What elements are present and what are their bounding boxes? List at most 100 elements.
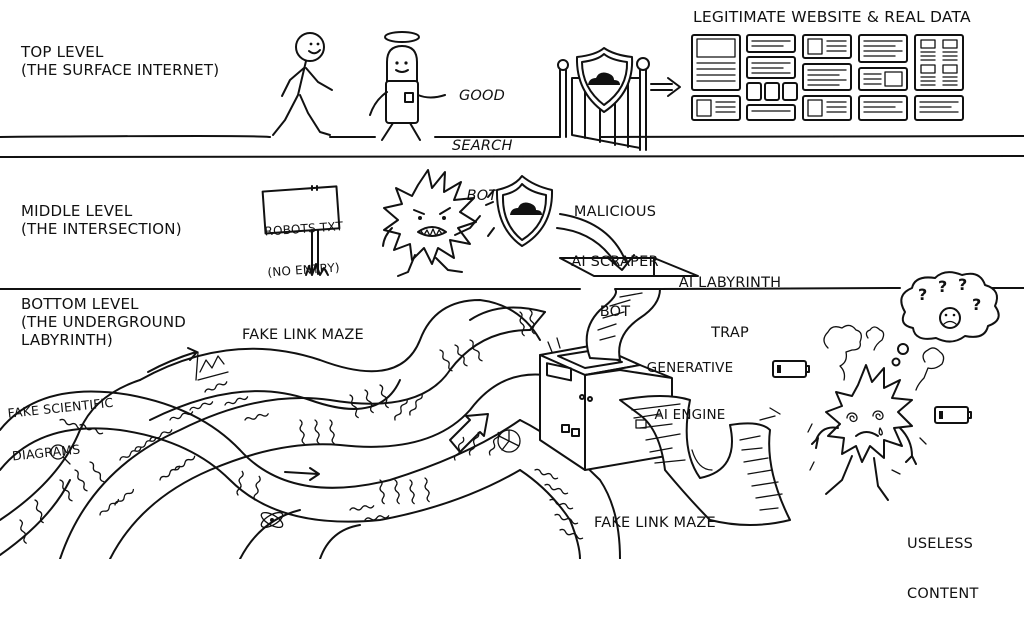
bottom-level-subtitle: (THE UNDERGROUND xyxy=(21,313,186,331)
top-level-subtitle: (THE SURFACE INTERNET) xyxy=(21,61,220,79)
scribble-line xyxy=(379,479,385,505)
malicious-label-line: BOT xyxy=(599,304,631,321)
sign-line: (NO ENTRY) xyxy=(266,260,341,280)
pie-chart-icon xyxy=(497,429,521,453)
scribble-line xyxy=(299,419,305,445)
person-walking-icon xyxy=(272,32,333,136)
bottom-level-title: BOTTOM LEVEL xyxy=(21,295,139,313)
website-panel xyxy=(914,95,964,121)
sign-line: ROBOTS.TXT xyxy=(264,218,344,239)
question-mark-icon: ? xyxy=(938,277,948,296)
malicious-label-line: AI SCRAPER xyxy=(571,254,659,271)
website-panel xyxy=(691,34,741,91)
scribble-line xyxy=(488,431,500,456)
cloudflare-shield-icon xyxy=(495,175,554,247)
generative-ai-engine-icon xyxy=(539,332,673,471)
engine-label-line: AI ENGINE xyxy=(654,406,726,423)
illustration-canvas xyxy=(0,31,1024,559)
scribble-line xyxy=(236,470,244,496)
scribble-line xyxy=(554,513,579,525)
scribble-line xyxy=(439,349,453,372)
scribble-line xyxy=(453,436,465,461)
generative-ai-engine-label: GENERATIVE AI ENGINE xyxy=(640,330,740,454)
arrow-icon xyxy=(284,467,320,481)
scribble-line xyxy=(529,309,535,335)
cloudflare-shield-icon xyxy=(575,47,634,113)
scribble-line xyxy=(349,505,375,511)
atom-icon xyxy=(260,511,284,529)
trap-label-line: TRAP xyxy=(711,325,749,342)
smoke-puff-icon xyxy=(823,324,945,391)
robots-txt-sign-text: ROBOTS.TXT (NO ENTRY) xyxy=(262,193,344,308)
good-search-bot-label: GOOD SEARCH BOT xyxy=(452,55,512,238)
question-mark-icon: ? xyxy=(918,285,928,304)
scribble-line xyxy=(119,447,142,461)
fake-link-maze-label-top: FAKE LINK MAZE xyxy=(242,327,364,343)
thought-bubble-icon xyxy=(891,271,1000,367)
dizzy-eye-icon xyxy=(846,412,858,423)
scribble-line xyxy=(253,475,261,501)
diagrams-label-line: FAKE SCIENTIFIC xyxy=(6,394,115,421)
scribble-line xyxy=(424,477,430,503)
scribble-line xyxy=(559,528,584,540)
middle-level-title: MIDDLE LEVEL xyxy=(21,202,133,220)
website-panel xyxy=(858,34,908,63)
scribble-line xyxy=(349,394,359,419)
website-panel xyxy=(746,56,796,79)
trap-label-line: AI LABYRINTH xyxy=(678,275,782,292)
magnifier-icon xyxy=(50,444,71,465)
ai-labyrinth-trap-label: AI LABYRINTH TRAP xyxy=(675,242,785,375)
scribble-line xyxy=(468,431,480,456)
scribble-line xyxy=(394,479,400,505)
question-mark-icon: ? xyxy=(958,275,968,294)
low-battery-icon xyxy=(772,360,810,378)
website-panel xyxy=(802,95,852,121)
halo-icon xyxy=(384,31,420,43)
scribble-line xyxy=(59,418,84,430)
useless-label-line: CONTENT xyxy=(907,586,979,603)
scribble-line xyxy=(544,483,569,495)
website-panel xyxy=(858,67,908,91)
scribble-line xyxy=(244,413,269,421)
website-panel xyxy=(782,82,798,101)
good-search-bot-icon xyxy=(369,31,446,141)
website-panel xyxy=(746,34,796,53)
scribble-line xyxy=(204,381,228,393)
scribble-line xyxy=(99,498,120,516)
scribble-line xyxy=(19,519,27,544)
scribble-line xyxy=(159,465,181,481)
website-panel xyxy=(764,82,780,101)
fake-link-maze-label-bottom: FAKE LINK MAZE xyxy=(594,515,716,531)
scribble-line xyxy=(549,498,574,510)
scribble-line xyxy=(534,468,559,480)
website-panel xyxy=(691,95,741,121)
website-panel xyxy=(914,34,964,91)
website-panel xyxy=(746,104,796,121)
legitimate-website-label: LEGITIMATE WEBSITE & REAL DATA xyxy=(693,8,971,26)
trap-hole-icon xyxy=(559,257,699,277)
good-bot-label-line: BOT xyxy=(466,188,498,205)
scribble-line xyxy=(189,401,214,411)
middle-level-subtitle: (THE INTERSECTION) xyxy=(21,220,182,238)
engine-label-line: GENERATIVE xyxy=(646,360,734,377)
question-mark-icon: ? xyxy=(972,295,982,314)
scribble-line xyxy=(149,429,173,441)
paper-feed-in xyxy=(585,288,661,361)
impact-lines-icon xyxy=(485,189,495,237)
divider-middle-bottom xyxy=(0,287,1024,290)
divider-top-middle xyxy=(0,155,1024,158)
scribble-line xyxy=(409,393,423,416)
robots-txt-sign xyxy=(261,185,341,276)
fake-chart-icon xyxy=(195,351,229,381)
scribble-line xyxy=(364,515,390,521)
website-panel xyxy=(802,34,852,59)
arrow-icon xyxy=(449,413,489,453)
scribble-line xyxy=(364,389,374,414)
dizzy-eye-icon xyxy=(872,410,884,421)
top-ground-line xyxy=(0,135,1024,138)
scribble-line xyxy=(379,384,389,409)
low-battery-icon xyxy=(934,406,972,424)
scribble-line xyxy=(519,311,525,337)
three-level-illustration: TOP LEVEL (THE SURFACE INTERNET) GOOD SE… xyxy=(0,8,1024,602)
scribble-text xyxy=(19,309,584,544)
